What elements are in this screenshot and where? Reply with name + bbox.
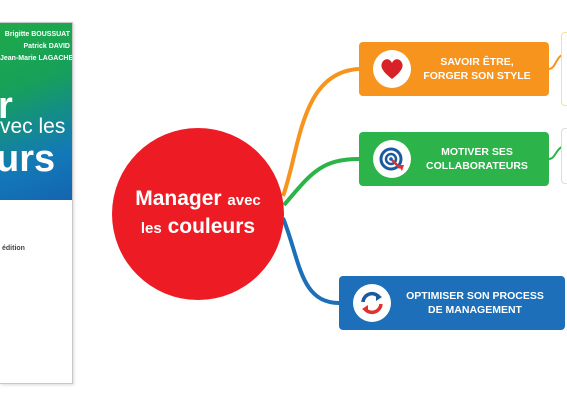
book-author: Patrick DAVID	[23, 43, 70, 50]
cycle-icon	[353, 284, 391, 322]
branch-label: DE MANAGEMENT	[428, 304, 522, 316]
book-edition: édition	[2, 245, 25, 252]
branch-optimiser[interactable]: OPTIMISER SON PROCESS DE MANAGEMENT	[339, 276, 565, 330]
branch-label: SAVOIR ÊTRE,	[440, 56, 514, 68]
branch-label: OPTIMISER SON PROCESS	[406, 290, 544, 302]
target-icon	[373, 140, 411, 178]
heart-icon	[373, 50, 411, 88]
book-cover: Brigitte BOUSSUAT Patrick DAVID Jean-Mar…	[0, 22, 73, 384]
book-title-line3: urs	[0, 138, 56, 180]
connector-green	[282, 157, 360, 207]
book-title-line2: vec les	[0, 115, 66, 138]
branch-motiver[interactable]: MOTIVER SES COLLABORATEURS	[359, 132, 549, 186]
branch-label: FORGER SON STYLE	[423, 70, 531, 82]
cropped-subnode-middle	[561, 128, 567, 184]
book-author: Brigitte BOUSSUAT	[4, 31, 70, 38]
central-topic[interactable]: Manager avec les couleurs	[112, 128, 284, 300]
connector-blue	[281, 217, 340, 305]
cropped-subnode-top	[561, 32, 567, 106]
connector-orange	[281, 67, 360, 197]
central-topic-small: les	[140, 220, 162, 237]
branch-label: MOTIVER SES	[441, 146, 513, 158]
book-title-line1: r	[0, 87, 13, 125]
central-topic-small: avec	[227, 192, 261, 209]
central-topic-main: couleurs	[167, 215, 256, 238]
book-author: Jean-Marie LAGACHE	[0, 55, 73, 62]
branch-savoir-etre[interactable]: SAVOIR ÊTRE, FORGER SON STYLE	[359, 42, 549, 96]
book-cover-band: Brigitte BOUSSUAT Patrick DAVID Jean-Mar…	[0, 23, 72, 200]
book-authors: Brigitte BOUSSUAT Patrick DAVID Jean-Mar…	[0, 29, 73, 65]
branch-label: COLLABORATEURS	[426, 160, 528, 172]
central-topic-main: Manager	[135, 187, 222, 210]
